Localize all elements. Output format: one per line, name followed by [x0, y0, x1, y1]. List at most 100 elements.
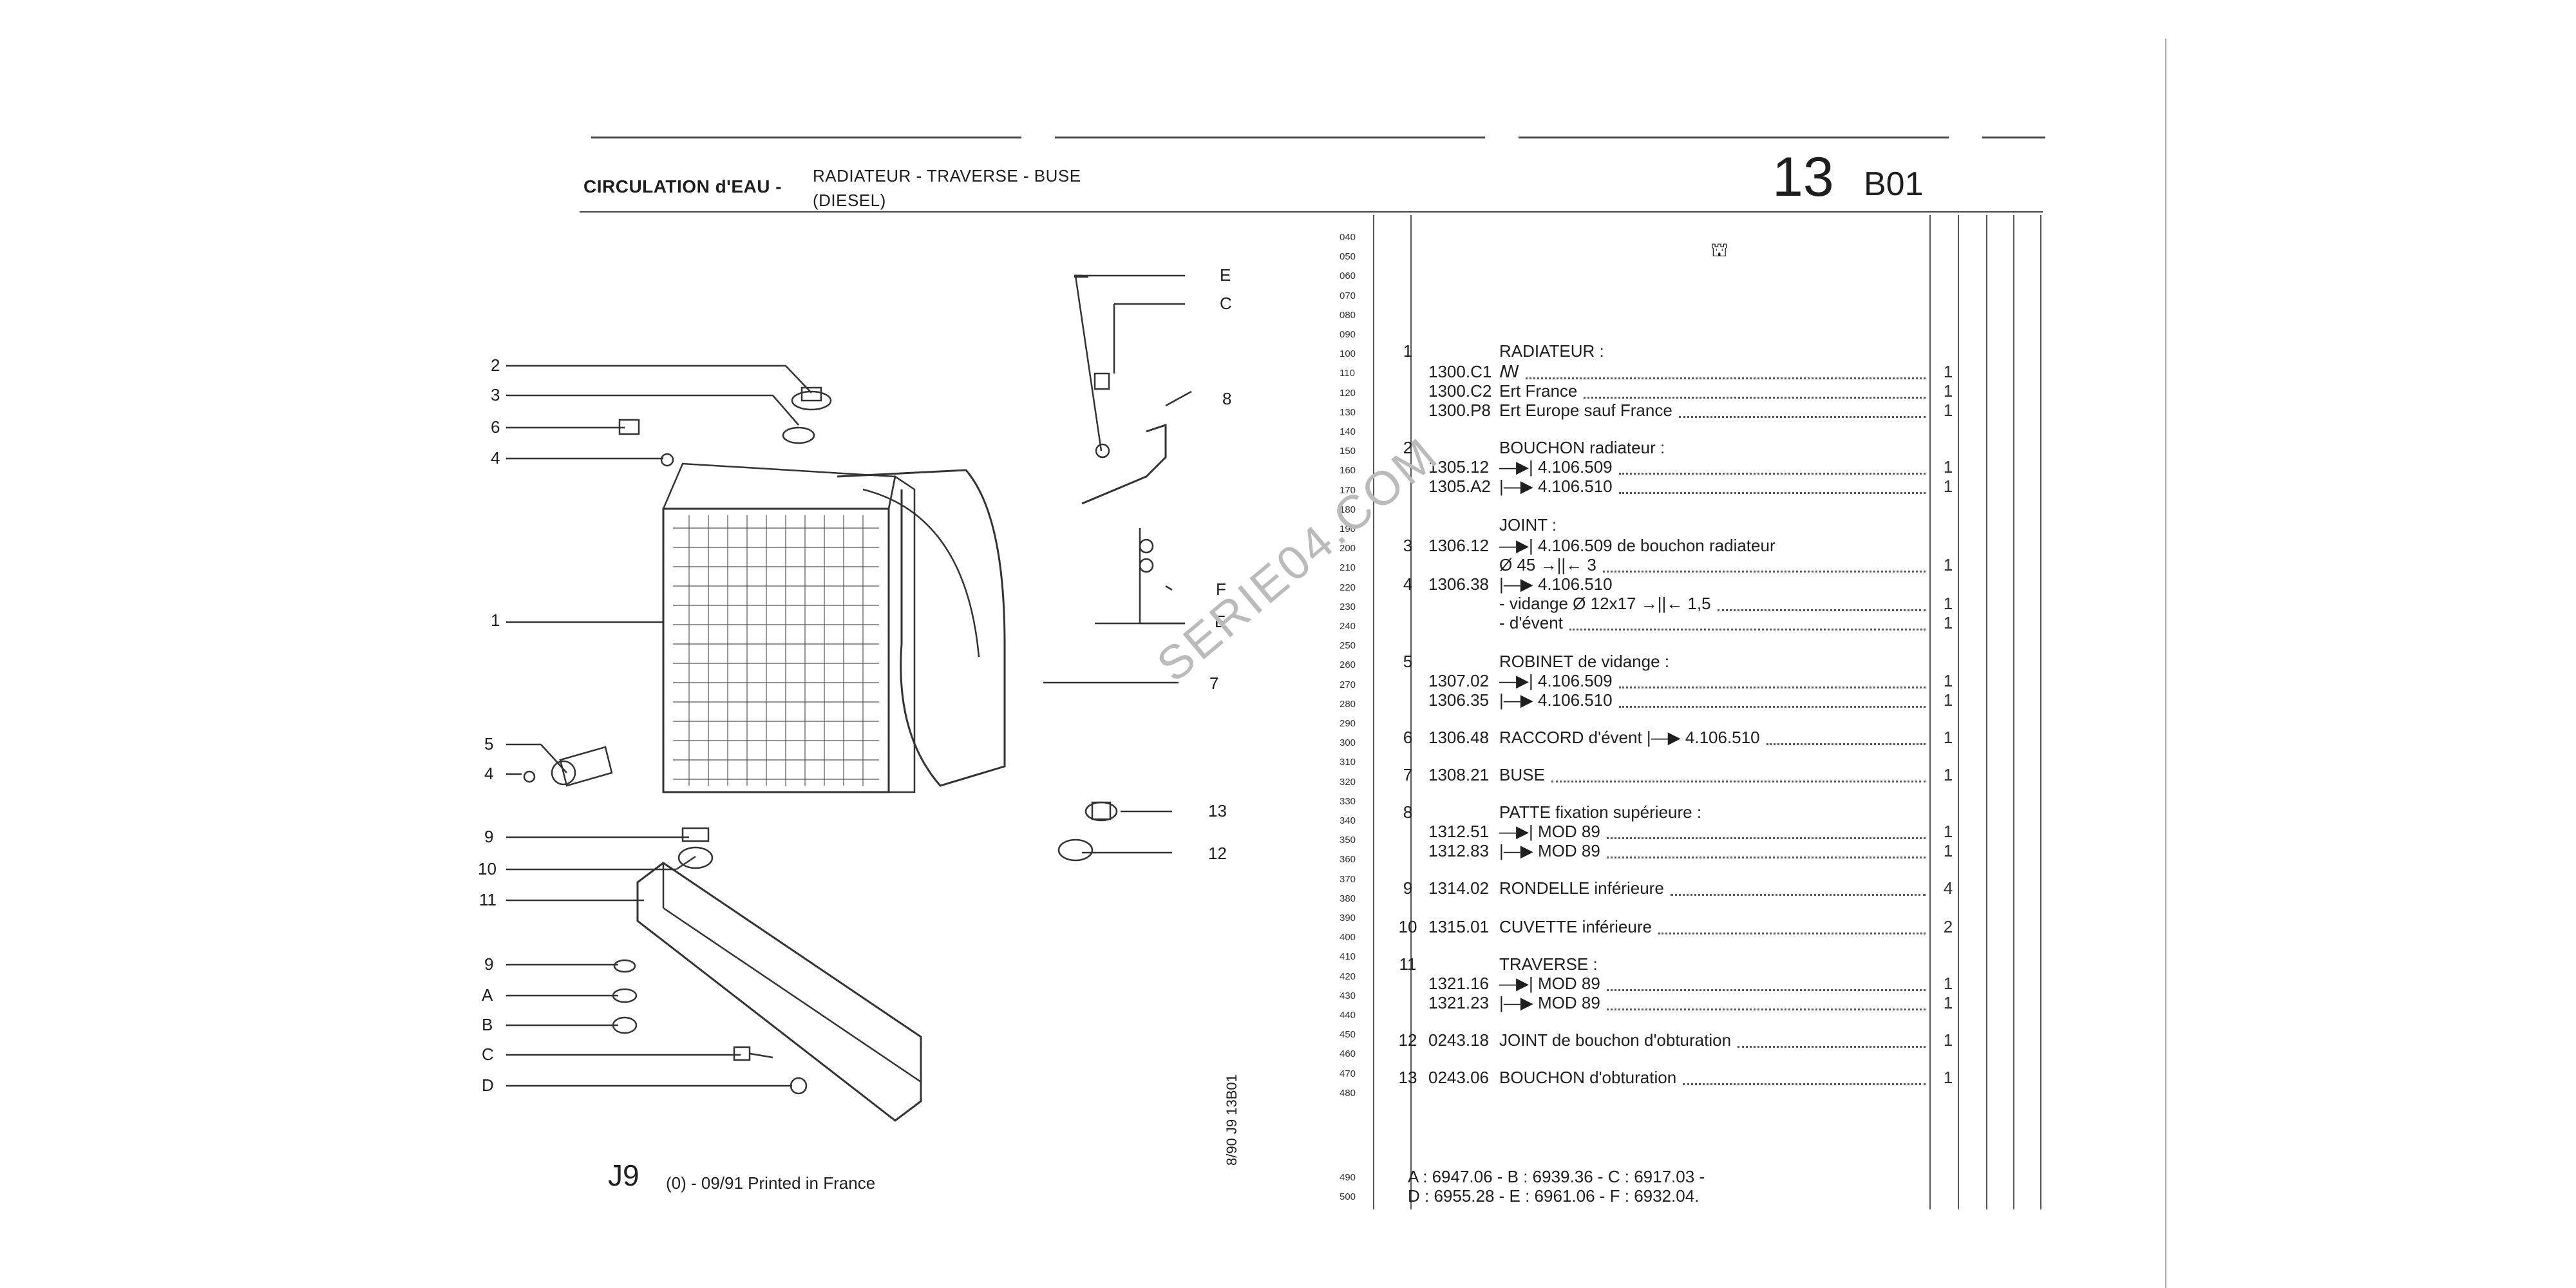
line-code: 140 [1340, 426, 1356, 437]
line-code: 450 [1340, 1029, 1356, 1041]
callout-5: 5 [484, 734, 494, 753]
row-part-number: 1321.16 [1428, 974, 1489, 993]
callout-10: 10 [478, 859, 497, 878]
line-code: 310 [1340, 757, 1356, 768]
line-code: 160 [1340, 465, 1356, 477]
row-part-number: 1300.C2 [1428, 381, 1492, 401]
page-edge [2165, 39, 2166, 1288]
callout-2: 2 [491, 355, 500, 375]
line-code: 410 [1340, 951, 1356, 963]
row-description: Ert Europe sauf France [1499, 401, 1672, 420]
row-quantity: 1 [1943, 765, 1953, 784]
row-part-number: 1306.48 [1428, 728, 1489, 747]
row-description: ROBINET de vidange : [1499, 652, 1669, 671]
line-code: 190 [1340, 524, 1356, 535]
line-code: 130 [1340, 406, 1356, 418]
row-part-number: 1307.02 [1428, 671, 1489, 690]
row-description: Ert France [1499, 381, 1578, 401]
callout-7: 7 [1209, 674, 1219, 693]
line-code: 150 [1340, 446, 1356, 457]
callout-12: 12 [1208, 844, 1227, 863]
row-leader-dots [1584, 397, 1926, 399]
subtitle-line-1: RADIATEUR - TRAVERSE - BUSE [813, 166, 1081, 185]
row-description: |—▶ 4.106.510 [1499, 477, 1613, 496]
row-leader-dots [1679, 416, 1926, 418]
subtitle-line-2: (DIESEL) [813, 191, 886, 210]
row-ref-number: 9 [1403, 878, 1413, 898]
line-code: 340 [1340, 815, 1356, 826]
row-description: BOUCHON d'obturation [1499, 1068, 1677, 1087]
row-quantity: 2 [1943, 917, 1953, 936]
line-code: 440 [1340, 1010, 1356, 1021]
row-ref-number: 12 [1398, 1030, 1417, 1050]
row-leader-dots [1619, 706, 1926, 708]
header-rule [1982, 137, 2045, 138]
footnote-line-2: D : 6955.28 - E : 6961.06 - F : 6932.04. [1408, 1186, 1700, 1206]
row-ref-number: 10 [1398, 917, 1417, 936]
row-ref-number: 5 [1403, 652, 1413, 671]
header-bottom-rule [580, 211, 2043, 213]
row-ref-number: 11 [1399, 954, 1417, 974]
row-description: - d'évent [1499, 613, 1563, 632]
callout-C-top: C [1220, 294, 1232, 313]
vertical-reference-code: 8/90 J9 13B01 [1224, 1074, 1240, 1166]
row-description: JOINT de bouchon d'obturation [1499, 1030, 1732, 1050]
row-quantity: 1 [1943, 362, 1953, 381]
line-code: 300 [1340, 737, 1356, 749]
row-description: RACCORD d'évent |—▶ 4.106.510 [1499, 728, 1760, 747]
row-part-number: 1305.A2 [1428, 477, 1491, 496]
row-ref-number: 4 [1403, 574, 1413, 594]
line-code: 070 [1340, 290, 1356, 301]
callout-1: 1 [491, 611, 500, 630]
table-border [1958, 215, 1959, 1209]
table-border [1986, 215, 1987, 1209]
callout-D: D [482, 1075, 494, 1095]
callout-E-bottom: E [1215, 612, 1226, 631]
row-description: Ø 45 →||← 3 [1499, 555, 1596, 574]
row-ref-number: 13 [1398, 1068, 1417, 1087]
row-description: BOUCHON radiateur : [1499, 438, 1665, 457]
line-code: 060 [1340, 270, 1356, 282]
line-code: 250 [1340, 640, 1356, 652]
line-code: 050 [1340, 251, 1356, 263]
callout-E: E [1220, 265, 1231, 285]
row-quantity: 1 [1943, 613, 1953, 632]
row-leader-dots [1569, 629, 1926, 630]
row-description: BUSE [1499, 765, 1545, 784]
line-code: 220 [1340, 582, 1356, 593]
row-part-number: 1312.83 [1428, 841, 1489, 860]
line-code: 490 [1340, 1172, 1356, 1183]
line-code: 500 [1340, 1191, 1356, 1202]
row-part-number: 1306.35 [1428, 690, 1489, 710]
callout-C: C [482, 1045, 494, 1064]
row-leader-dots [1526, 377, 1926, 379]
row-leader-dots [1683, 1083, 1926, 1085]
row-part-number: 1300.C1 [1428, 362, 1492, 381]
row-quantity: 1 [1943, 1068, 1953, 1087]
header-rule [1519, 137, 1949, 138]
row-description: RADIATEUR : [1499, 341, 1604, 361]
row-description: —▶| 4.106.509 de bouchon radiateur [1499, 536, 1776, 555]
line-code: 400 [1340, 932, 1356, 943]
callout-13: 13 [1208, 801, 1227, 820]
table-border [1410, 215, 1412, 1209]
row-leader-dots [1738, 1046, 1926, 1048]
row-description: RONDELLE inférieure [1499, 878, 1664, 898]
row-ref-number: 6 [1403, 728, 1413, 747]
row-part-number: 1306.38 [1428, 574, 1489, 594]
row-quantity: 1 [1943, 477, 1953, 496]
line-code: 280 [1340, 698, 1356, 710]
exploded-diagram [506, 274, 1192, 1122]
row-description: —▶| 4.106.509 [1499, 457, 1613, 477]
row-quantity: 1 [1943, 728, 1953, 747]
line-code: 390 [1340, 913, 1356, 923]
row-ref-number: 2 [1403, 438, 1413, 457]
vertical-code-text: 8/90 J9 13B01 [1224, 1074, 1240, 1166]
row-leader-dots [1619, 473, 1926, 475]
line-code: 380 [1340, 893, 1356, 904]
line-code: 200 [1340, 543, 1356, 554]
line-code: 240 [1340, 621, 1356, 632]
line-code: 170 [1340, 484, 1356, 496]
row-quantity: 1 [1943, 690, 1953, 710]
row-leader-dots [1658, 933, 1926, 934]
